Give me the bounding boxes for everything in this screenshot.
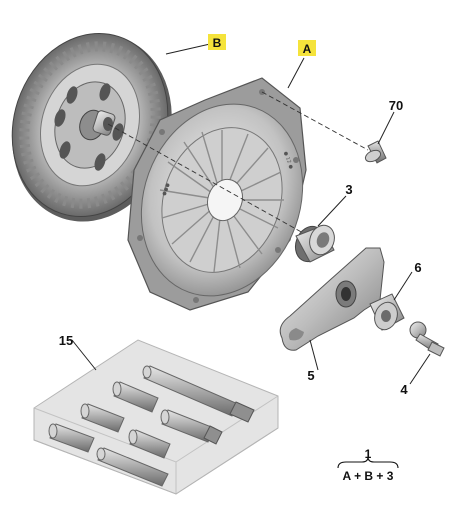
label-cover: A xyxy=(303,42,312,56)
guide-pin xyxy=(80,403,125,433)
guide-pin xyxy=(142,365,255,423)
pressure-plate-cover: ● 12 ● ●●● xyxy=(127,77,307,311)
formula-number: 1 xyxy=(365,447,372,461)
tag-box-b xyxy=(208,34,226,50)
label-bearing: 3 xyxy=(345,182,352,197)
kit-formula: 1 A + B + 3 xyxy=(337,447,399,483)
guide-pin-kit xyxy=(33,339,279,495)
formula-brace xyxy=(337,456,399,469)
svg-text:●●●: ●●● xyxy=(161,182,171,197)
pivot-ball-stud xyxy=(409,321,445,357)
label-bearing-guide: 6 xyxy=(414,260,421,275)
label-bolt: 70 xyxy=(389,98,403,113)
label-pivot: 4 xyxy=(400,382,408,397)
bearing-guide xyxy=(369,293,405,331)
tag-box-a xyxy=(298,40,316,56)
label-disc: B xyxy=(213,36,222,50)
bolt xyxy=(364,140,387,164)
formula-expression: A + B + 3 xyxy=(343,469,394,483)
guide-pin xyxy=(96,447,169,487)
guide-pin xyxy=(160,409,223,445)
release-fork xyxy=(279,247,385,351)
assembly-axis xyxy=(107,91,369,249)
label-pin-kit: 15 xyxy=(59,333,73,348)
guide-pin xyxy=(128,429,171,459)
guide-pin xyxy=(112,381,159,413)
release-bearing xyxy=(294,224,335,263)
leader-lines xyxy=(71,43,431,385)
label-fork: 5 xyxy=(307,368,314,383)
guide-pin xyxy=(48,423,95,453)
